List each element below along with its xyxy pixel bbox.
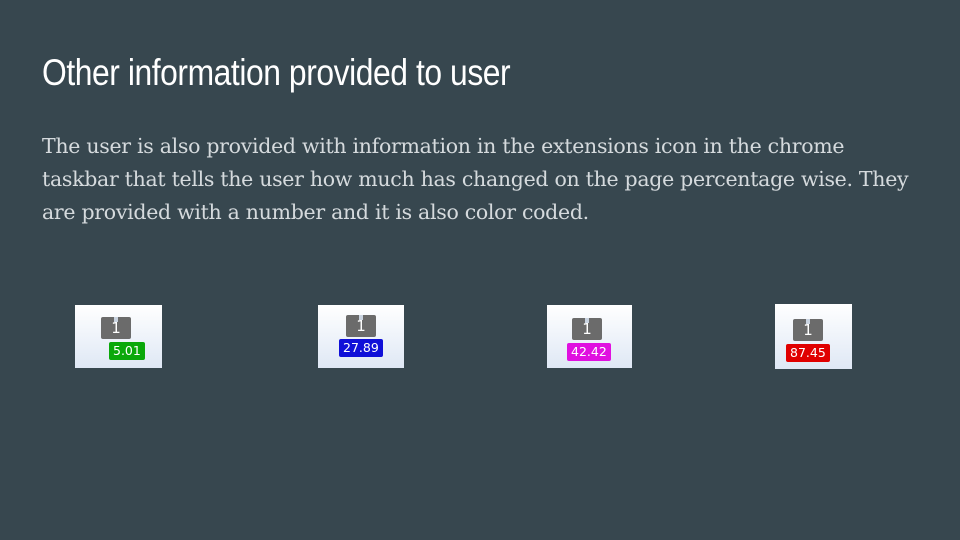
extension-number: 1: [803, 321, 813, 339]
extension-number: 1: [582, 320, 592, 338]
change-percentage-badge: 27.89: [339, 339, 383, 357]
puzzle-extension-icon: 1: [793, 319, 823, 341]
puzzle-extension-icon: 1: [101, 317, 131, 339]
change-percentage-badge: 5.01: [109, 342, 145, 360]
extension-number: 1: [111, 319, 121, 337]
extension-icon-magenta[interactable]: 1 42.42: [547, 305, 632, 368]
change-percentage-badge: 42.42: [567, 343, 611, 361]
extension-icon-red[interactable]: 1 87.45: [775, 304, 852, 369]
change-percentage-badge: 87.45: [786, 344, 830, 362]
extension-icon-blue[interactable]: 1 27.89: [318, 305, 404, 368]
extension-icon-green[interactable]: 1 5.01: [75, 305, 162, 368]
puzzle-extension-icon: 1: [346, 315, 376, 337]
extension-number: 1: [356, 317, 366, 335]
slide-body-text: The user is also provided with informati…: [42, 134, 909, 224]
slide-title: Other information provided to user: [42, 52, 511, 93]
puzzle-extension-icon: 1: [572, 318, 602, 340]
